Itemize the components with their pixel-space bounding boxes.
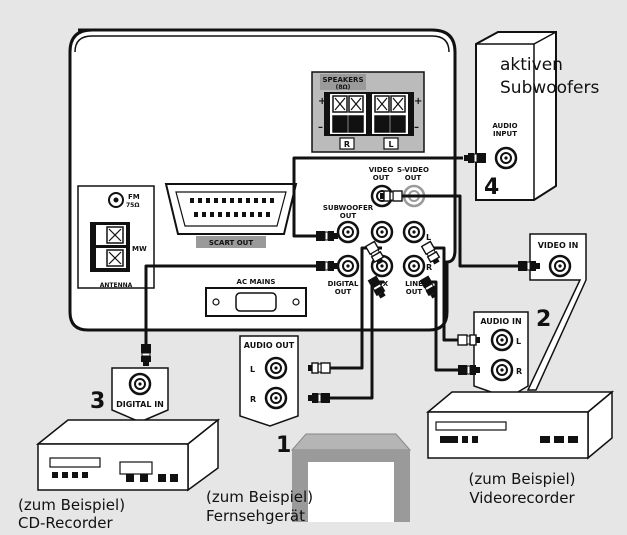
- cd-digital-in-panel: DIGITAL IN 3: [90, 367, 169, 423]
- vcr-audio-in-label: AUDIO IN: [480, 317, 521, 326]
- line-out-label-1: LINE: [405, 280, 423, 288]
- vcr-caption-line1: (zum Beispiel): [468, 470, 575, 488]
- cd-caption-line2: CD-Recorder: [18, 514, 113, 532]
- video-in-jack[interactable]: [548, 254, 572, 278]
- antenna-label: ANTENNA: [100, 282, 133, 289]
- digital-out-jack[interactable]: [336, 254, 360, 278]
- speakers-ohm-label: (8Ω): [336, 84, 351, 91]
- svideo-out-label-1: S-VIDEO: [397, 166, 429, 174]
- speaker-plus-left: +: [318, 96, 326, 107]
- tv-audio-out-r-jack[interactable]: [264, 386, 288, 410]
- speaker-r-label: R: [344, 140, 350, 149]
- vcr-jack-r-label: R: [516, 367, 522, 376]
- tv-audio-out-label: AUDIO OUT: [244, 341, 295, 350]
- digital-out-label-2: OUT: [335, 288, 352, 296]
- speaker-minus-left: –: [318, 122, 323, 133]
- television: 1: [276, 433, 412, 522]
- subwoofer-name-line1: aktiven: [500, 55, 563, 75]
- speakers-terminal: SPEAKERS (8Ω) + – + – R: [311, 71, 425, 153]
- mw-label: MW: [132, 245, 147, 253]
- speaker-minus-right: –: [414, 122, 419, 133]
- antenna-terminal: FM 75Ω MW ANTENNA: [77, 185, 155, 289]
- line-out-l-jack[interactable]: [402, 220, 426, 244]
- subwoofer-out-jack[interactable]: [336, 220, 360, 244]
- active-subwoofer: aktiven Subwoofers AUDIO INPUT 4: [475, 31, 599, 201]
- line-out-label-2: OUT: [406, 288, 423, 296]
- cable-vcr-audio-r: [430, 280, 458, 372]
- cd-caption-line1: (zum Beispiel): [18, 496, 125, 514]
- aux-in-l-jack[interactable]: [370, 220, 394, 244]
- fm-ohm-label: 75Ω: [126, 202, 139, 209]
- cable-subwoofer: [292, 156, 463, 238]
- vcr-audio-in-r-jack[interactable]: [490, 358, 514, 382]
- connection-number-1: 1: [276, 433, 291, 458]
- digital-out-label-1: DIGITAL: [328, 280, 359, 288]
- tv-caption-line2: Fernsehgerät: [206, 507, 305, 525]
- vcr-jack-l-label: L: [516, 337, 521, 346]
- speaker-l-label: L: [388, 140, 393, 149]
- connection-number-3: 3: [90, 389, 105, 414]
- unit-jack-r-label: R: [426, 263, 432, 272]
- ac-mains-socket: AC MAINS: [205, 278, 307, 317]
- fm-label: FM: [128, 193, 140, 201]
- connection-number-4: 4: [484, 175, 499, 200]
- subwoofer-out-label-2: OUT: [340, 212, 357, 220]
- vcr-audio-in-l-jack[interactable]: [490, 328, 514, 352]
- cable-video: [402, 194, 520, 268]
- video-out-label-1: VIDEO: [369, 166, 394, 174]
- audio-input-label-2: INPUT: [493, 130, 517, 138]
- cable-vcr-audio-l: [432, 246, 458, 342]
- cd-digital-in-jack[interactable]: [128, 372, 152, 396]
- audio-input-label-1: AUDIO: [492, 122, 517, 130]
- scart-out-label: SCART OUT: [209, 239, 254, 247]
- video-out-label-2: OUT: [373, 174, 390, 182]
- scart-connector: SCART OUT: [164, 183, 298, 248]
- video-in-label: VIDEO IN: [538, 241, 579, 250]
- video-in-panel: VIDEO IN: [526, 233, 587, 391]
- speakers-label: SPEAKERS: [322, 76, 363, 84]
- vcr-caption-line2: Videorecorder: [469, 489, 575, 507]
- connection-number-2: 2: [536, 307, 551, 332]
- svideo-out-label-2: OUT: [405, 174, 422, 182]
- subwoofer-name-line2: Subwoofers: [500, 78, 599, 98]
- cd-recorder: (zum Beispiel) CD-Recorder: [18, 418, 221, 532]
- speaker-plus-right: +: [414, 96, 422, 107]
- ac-mains-label: AC MAINS: [237, 278, 276, 286]
- cable-digital: [144, 264, 318, 346]
- tv-jack-r-label: R: [250, 395, 256, 404]
- line-out-r-jack[interactable]: [402, 254, 426, 278]
- tv-audio-out-l-jack[interactable]: [264, 356, 288, 380]
- unit-jack-l-label: L: [426, 233, 431, 242]
- video-recorder: (zum Beispiel) Videorecorder: [425, 390, 615, 507]
- tv-caption-line1: (zum Beispiel): [206, 488, 313, 506]
- subwoofer-out-label-1: SUBWOOFER: [323, 204, 374, 212]
- subwoofer-audio-input-jack[interactable]: [494, 146, 518, 170]
- main-unit: SPEAKERS (8Ω) + – + – R: [68, 28, 457, 332]
- digital-in-label: DIGITAL IN: [116, 400, 164, 409]
- tv-audio-out-panel: AUDIO OUT L R: [239, 335, 299, 427]
- tv-jack-l-label: L: [250, 365, 255, 374]
